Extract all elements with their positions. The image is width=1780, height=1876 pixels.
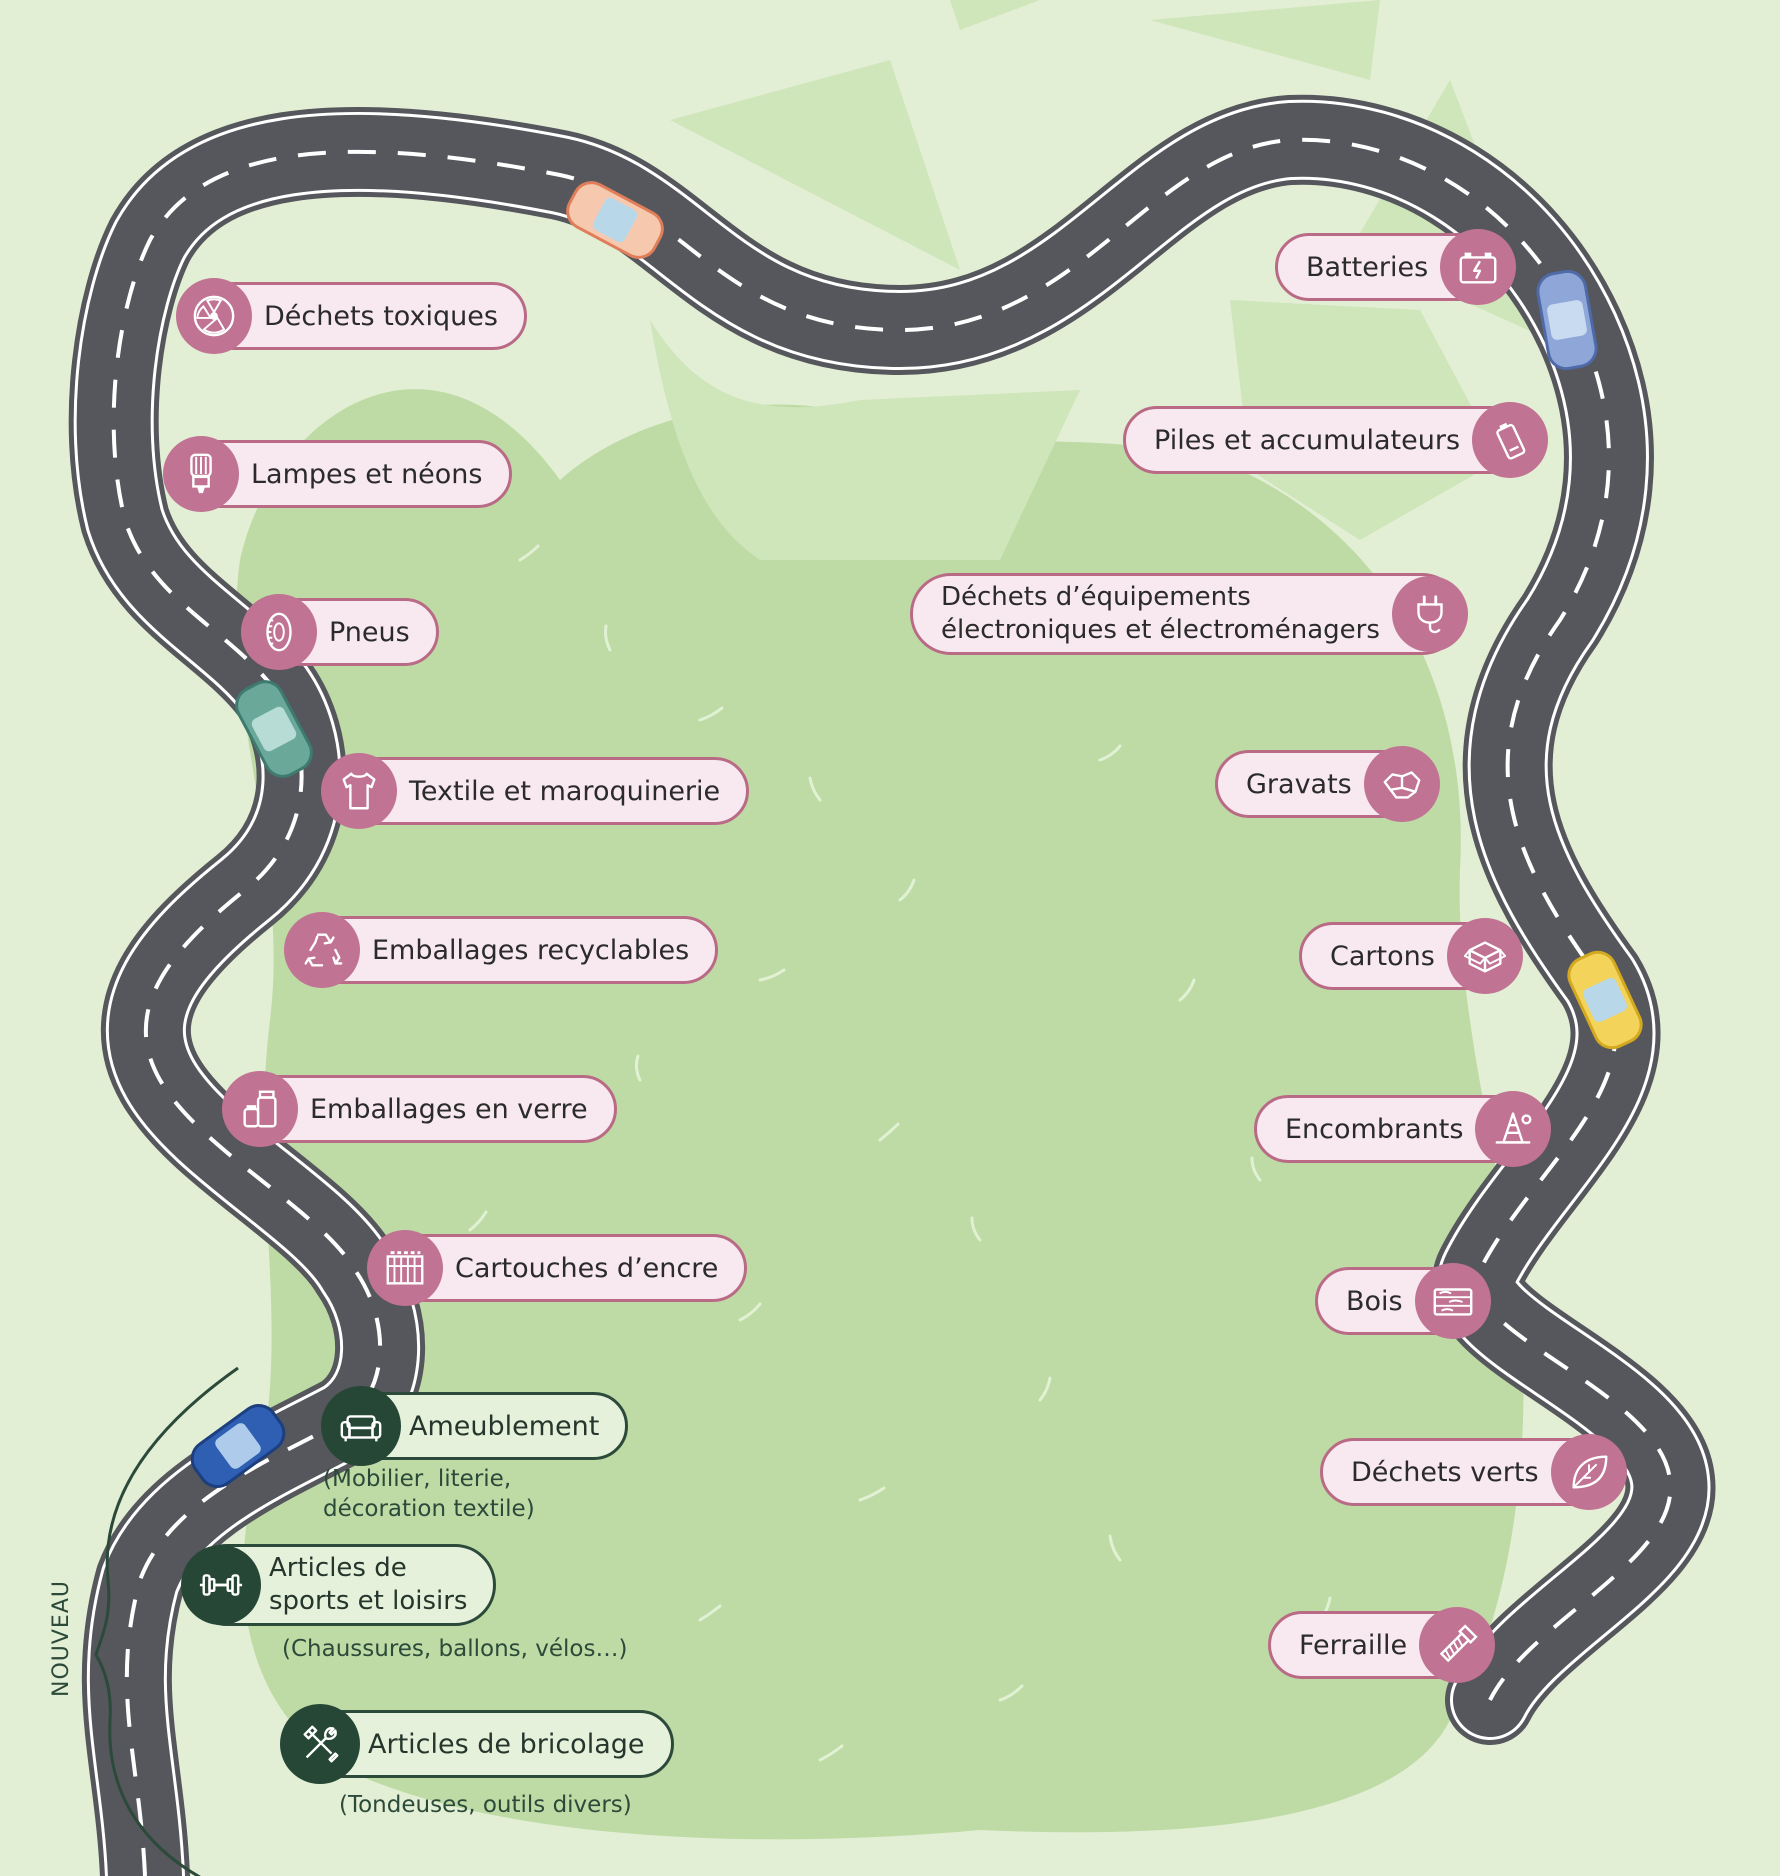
category-lampes-neons: Lampes et néons [163, 436, 512, 512]
category-ameublement: Ameublement [321, 1386, 629, 1466]
category-label: Encombrants [1285, 1113, 1464, 1145]
category-note: (Chaussures, ballons, vélos…) [282, 1636, 628, 1662]
category-bricolage: Articles de bricolage [280, 1704, 674, 1784]
category-batteries: Batteries [1275, 229, 1517, 305]
car-icon [566, 181, 664, 259]
category-textile-maroquinerie: Textile et maroquinerie [321, 753, 750, 829]
category-label: Déchets d’équipements électroniques et é… [941, 582, 1380, 645]
category-encombrants: Encombrants [1254, 1091, 1552, 1167]
jar-icon [222, 1071, 298, 1147]
category-note: (Tondeuses, outils divers) [339, 1792, 632, 1818]
category-dechets-verts: Déchets verts [1320, 1434, 1627, 1510]
category-label: Bois [1346, 1285, 1403, 1317]
category-label: Piles et accumulateurs [1154, 424, 1461, 456]
category-label: Pneus [329, 616, 410, 648]
ink-cartridge-icon [367, 1230, 443, 1306]
category-label: Articles de bricolage [368, 1728, 645, 1760]
dumbbell-icon [181, 1545, 261, 1625]
category-label: Lampes et néons [251, 458, 483, 490]
category-ferraille: Ferraille [1268, 1607, 1496, 1683]
category-pneus: Pneus [241, 594, 439, 670]
shirt-icon [321, 753, 397, 829]
rubble-icon [1363, 746, 1440, 822]
category-label: Batteries [1306, 251, 1429, 283]
recycle-icon [284, 912, 360, 988]
category-label: Textile et maroquinerie [409, 775, 721, 807]
category-piles-accumulateurs: Piles et accumulateurs [1123, 402, 1549, 478]
category-emballages-recyclables: Emballages recyclables [284, 912, 719, 988]
category-deee: Déchets d’équipements électroniques et é… [910, 573, 1468, 655]
car-icon [235, 680, 313, 778]
category-label: Emballages recyclables [372, 934, 690, 966]
lamp-icon [163, 436, 239, 512]
category-label: Ferraille [1299, 1629, 1408, 1661]
category-dechets-toxiques: Déchets toxiques [176, 278, 527, 354]
category-label: Déchets toxiques [264, 300, 498, 332]
tire-icon [241, 594, 317, 670]
leaf-icon [1550, 1434, 1627, 1510]
wood-icon [1414, 1263, 1491, 1339]
bolt-icon [1419, 1607, 1496, 1683]
category-cartouches-encre: Cartouches d’encre [367, 1230, 748, 1306]
car-icon [1536, 269, 1598, 371]
cell-battery-icon [1472, 402, 1549, 478]
category-bois: Bois [1315, 1263, 1491, 1339]
category-label: Ameublement [409, 1410, 600, 1442]
category-emballages-verre: Emballages en verre [222, 1071, 617, 1147]
plug-icon [1391, 576, 1468, 652]
category-label: Emballages en verre [310, 1093, 588, 1125]
category-note: (Mobilier, literie, décoration textile) [323, 1466, 535, 1522]
car-icon [1567, 950, 1643, 1050]
category-label: Cartouches d’encre [455, 1252, 719, 1284]
tools-icon [280, 1704, 360, 1784]
category-label: Déchets verts [1351, 1456, 1539, 1488]
bulky-items-icon [1475, 1091, 1552, 1167]
category-label: Articles de sports et loisirs [269, 1553, 468, 1616]
radioactive-icon [176, 278, 252, 354]
category-gravats: Gravats [1215, 746, 1440, 822]
sofa-icon [321, 1386, 401, 1466]
category-label: Cartons [1330, 940, 1435, 972]
category-label: Gravats [1246, 768, 1352, 800]
car-icon [190, 1404, 286, 1488]
box-icon [1446, 918, 1523, 994]
category-sports-loisirs: Articles de sports et loisirs [181, 1544, 497, 1626]
new-section-tag: NOUVEAU [49, 1580, 74, 1697]
battery-icon [1440, 229, 1517, 305]
category-cartons: Cartons [1299, 918, 1523, 994]
